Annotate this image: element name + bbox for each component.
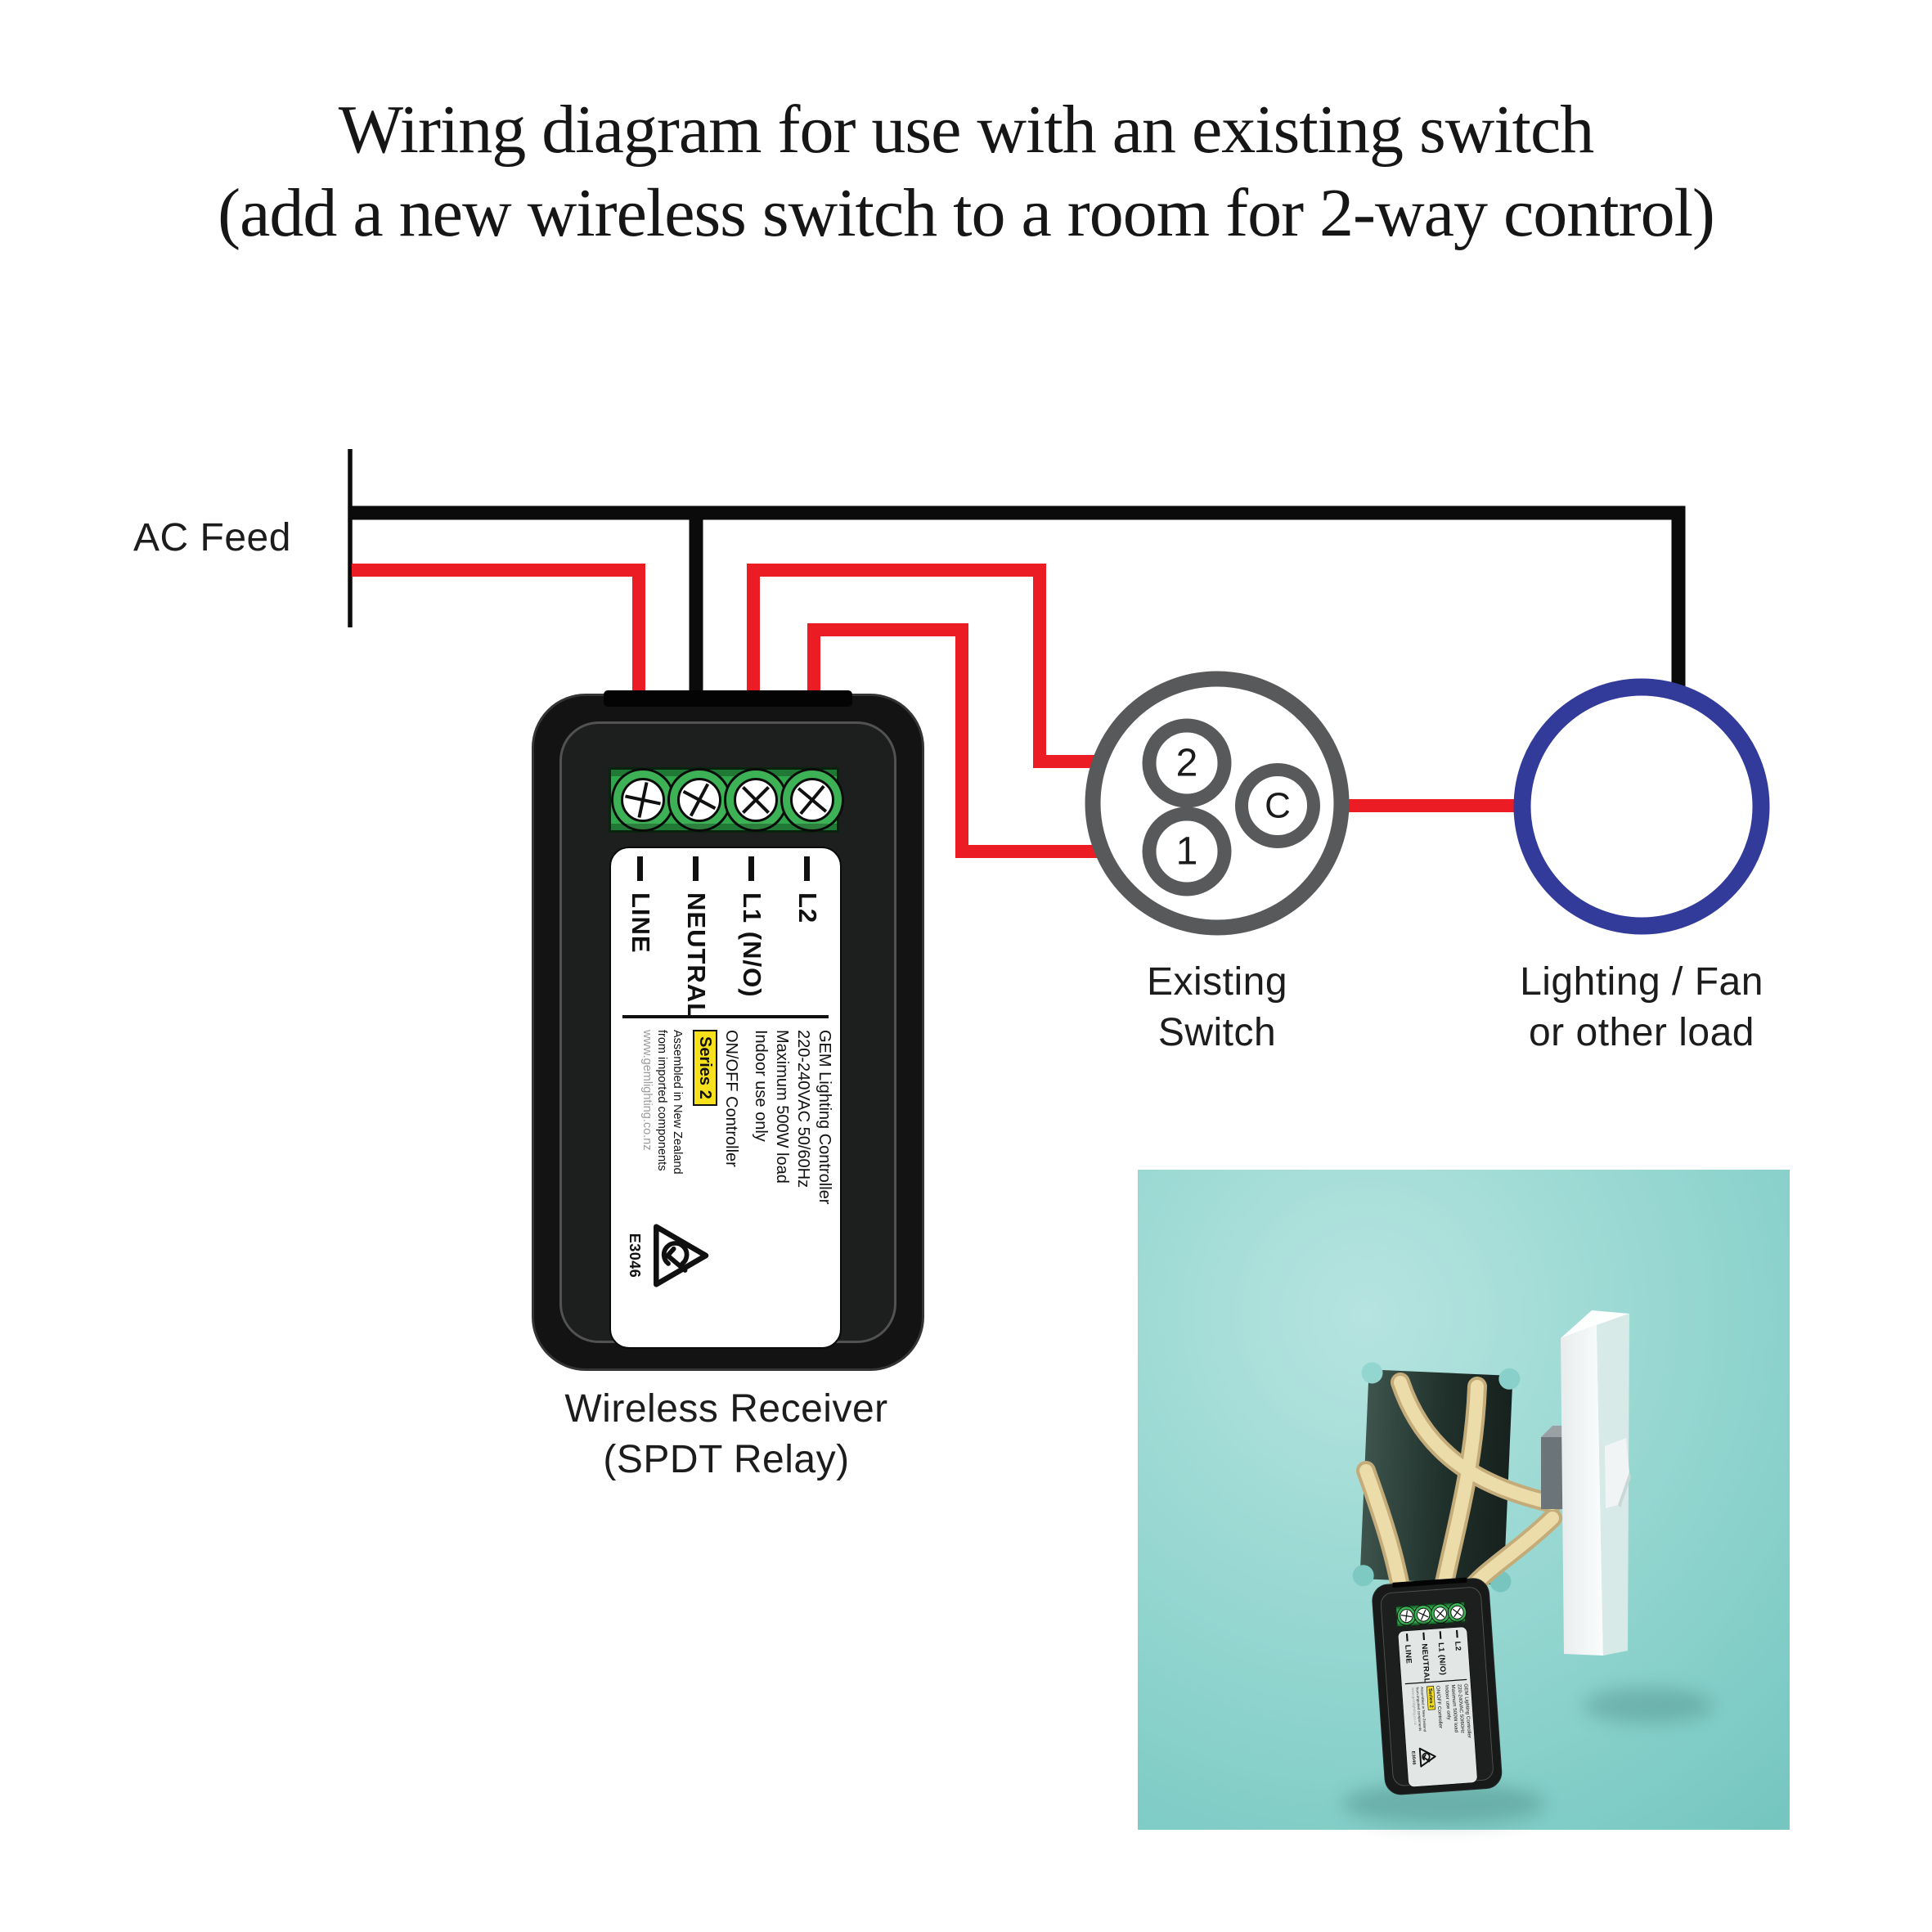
ac-feed-label: AC Feed [133,516,291,559]
rcm-compliance-mark-icon [654,1224,709,1287]
terminal-screw-line [611,768,675,832]
terminal-tick [637,856,644,881]
existing-switch-label: Existing Switch [1146,960,1288,1054]
l1-wire [747,564,1117,768]
switch-terminal-common [1235,763,1320,848]
terminal-tick [748,856,755,881]
live-wires [352,564,1538,858]
terminal-block [609,767,844,833]
switch-terminal-2-label: 2 [1176,742,1198,785]
rocker-switch [1605,1438,1631,1508]
rcm-compliance-mark-icon [1418,1747,1436,1768]
approval-number: E3046 [627,1233,643,1278]
existing-switch-symbol: 2 1 C [1085,671,1350,936]
terminal-label-row: NEUTRAL [668,856,724,1019]
terminal-screw-l1 [724,768,788,832]
neutral-wire [352,505,1686,694]
load-symbol [1513,678,1770,935]
terminal-label-row: L2 [780,856,835,923]
terminal-screw-neutral [667,768,731,832]
website-text: www.gemlighting.co.nz [640,1030,654,1151]
approval-mark: E3046 [626,1205,711,1306]
page-title-line2: (add a new wireless switch to a room for… [218,175,1715,251]
photo-receiver-device: L2 L1 (N/O) NEUTRAL LINE GEM Lighting Co… [1371,1576,1503,1796]
device-cable-entry [604,690,852,707]
switch-terminal-2 [1142,718,1232,808]
terminal-label-row: L1 (N/O) [724,856,780,998]
plate-shadow [1583,1687,1714,1723]
switch-terminal-1 [1142,806,1232,896]
wireless-receiver-label: Wireless Receiver (SPDT Relay) [564,1387,888,1481]
switch-terminal-common-label: C [1265,786,1291,826]
page-title: Wiring diagram for use with an existing … [0,88,1932,255]
device-label-sticker: L2 L1 (N/O) NEUTRAL LINE GEM Lighting Co… [1397,1626,1478,1788]
wireless-receiver-device: L2 L1 (N/O) NEUTRAL LINE GEM Lighting Co… [532,690,924,1371]
cables [1356,1373,1562,1605]
terminal-tick [693,856,699,881]
line-wire [352,564,645,702]
terminal-label-row: LINE [613,856,668,954]
terminal-screw-l2 [780,768,844,832]
label-divider [622,1015,829,1018]
load-label: Lighting / Fan or other load [1520,960,1764,1054]
terminal-screw-l2 [1446,1602,1467,1624]
wall-switch-plate [1561,1310,1631,1656]
device-label-sticker: L2 L1 (N/O) NEUTRAL LINE GEM Lighting Co… [609,847,842,1349]
l2-wire [807,623,1117,858]
terminal-tick [804,856,811,881]
switch-terminal-1-label: 1 [1176,830,1198,874]
label-info: GEM Lighting Controller 220-240VAC 50/60… [640,1030,833,1205]
series-badge: Series 2 [693,1030,717,1106]
page-title-line1: Wiring diagram for use with an existing … [338,92,1595,168]
